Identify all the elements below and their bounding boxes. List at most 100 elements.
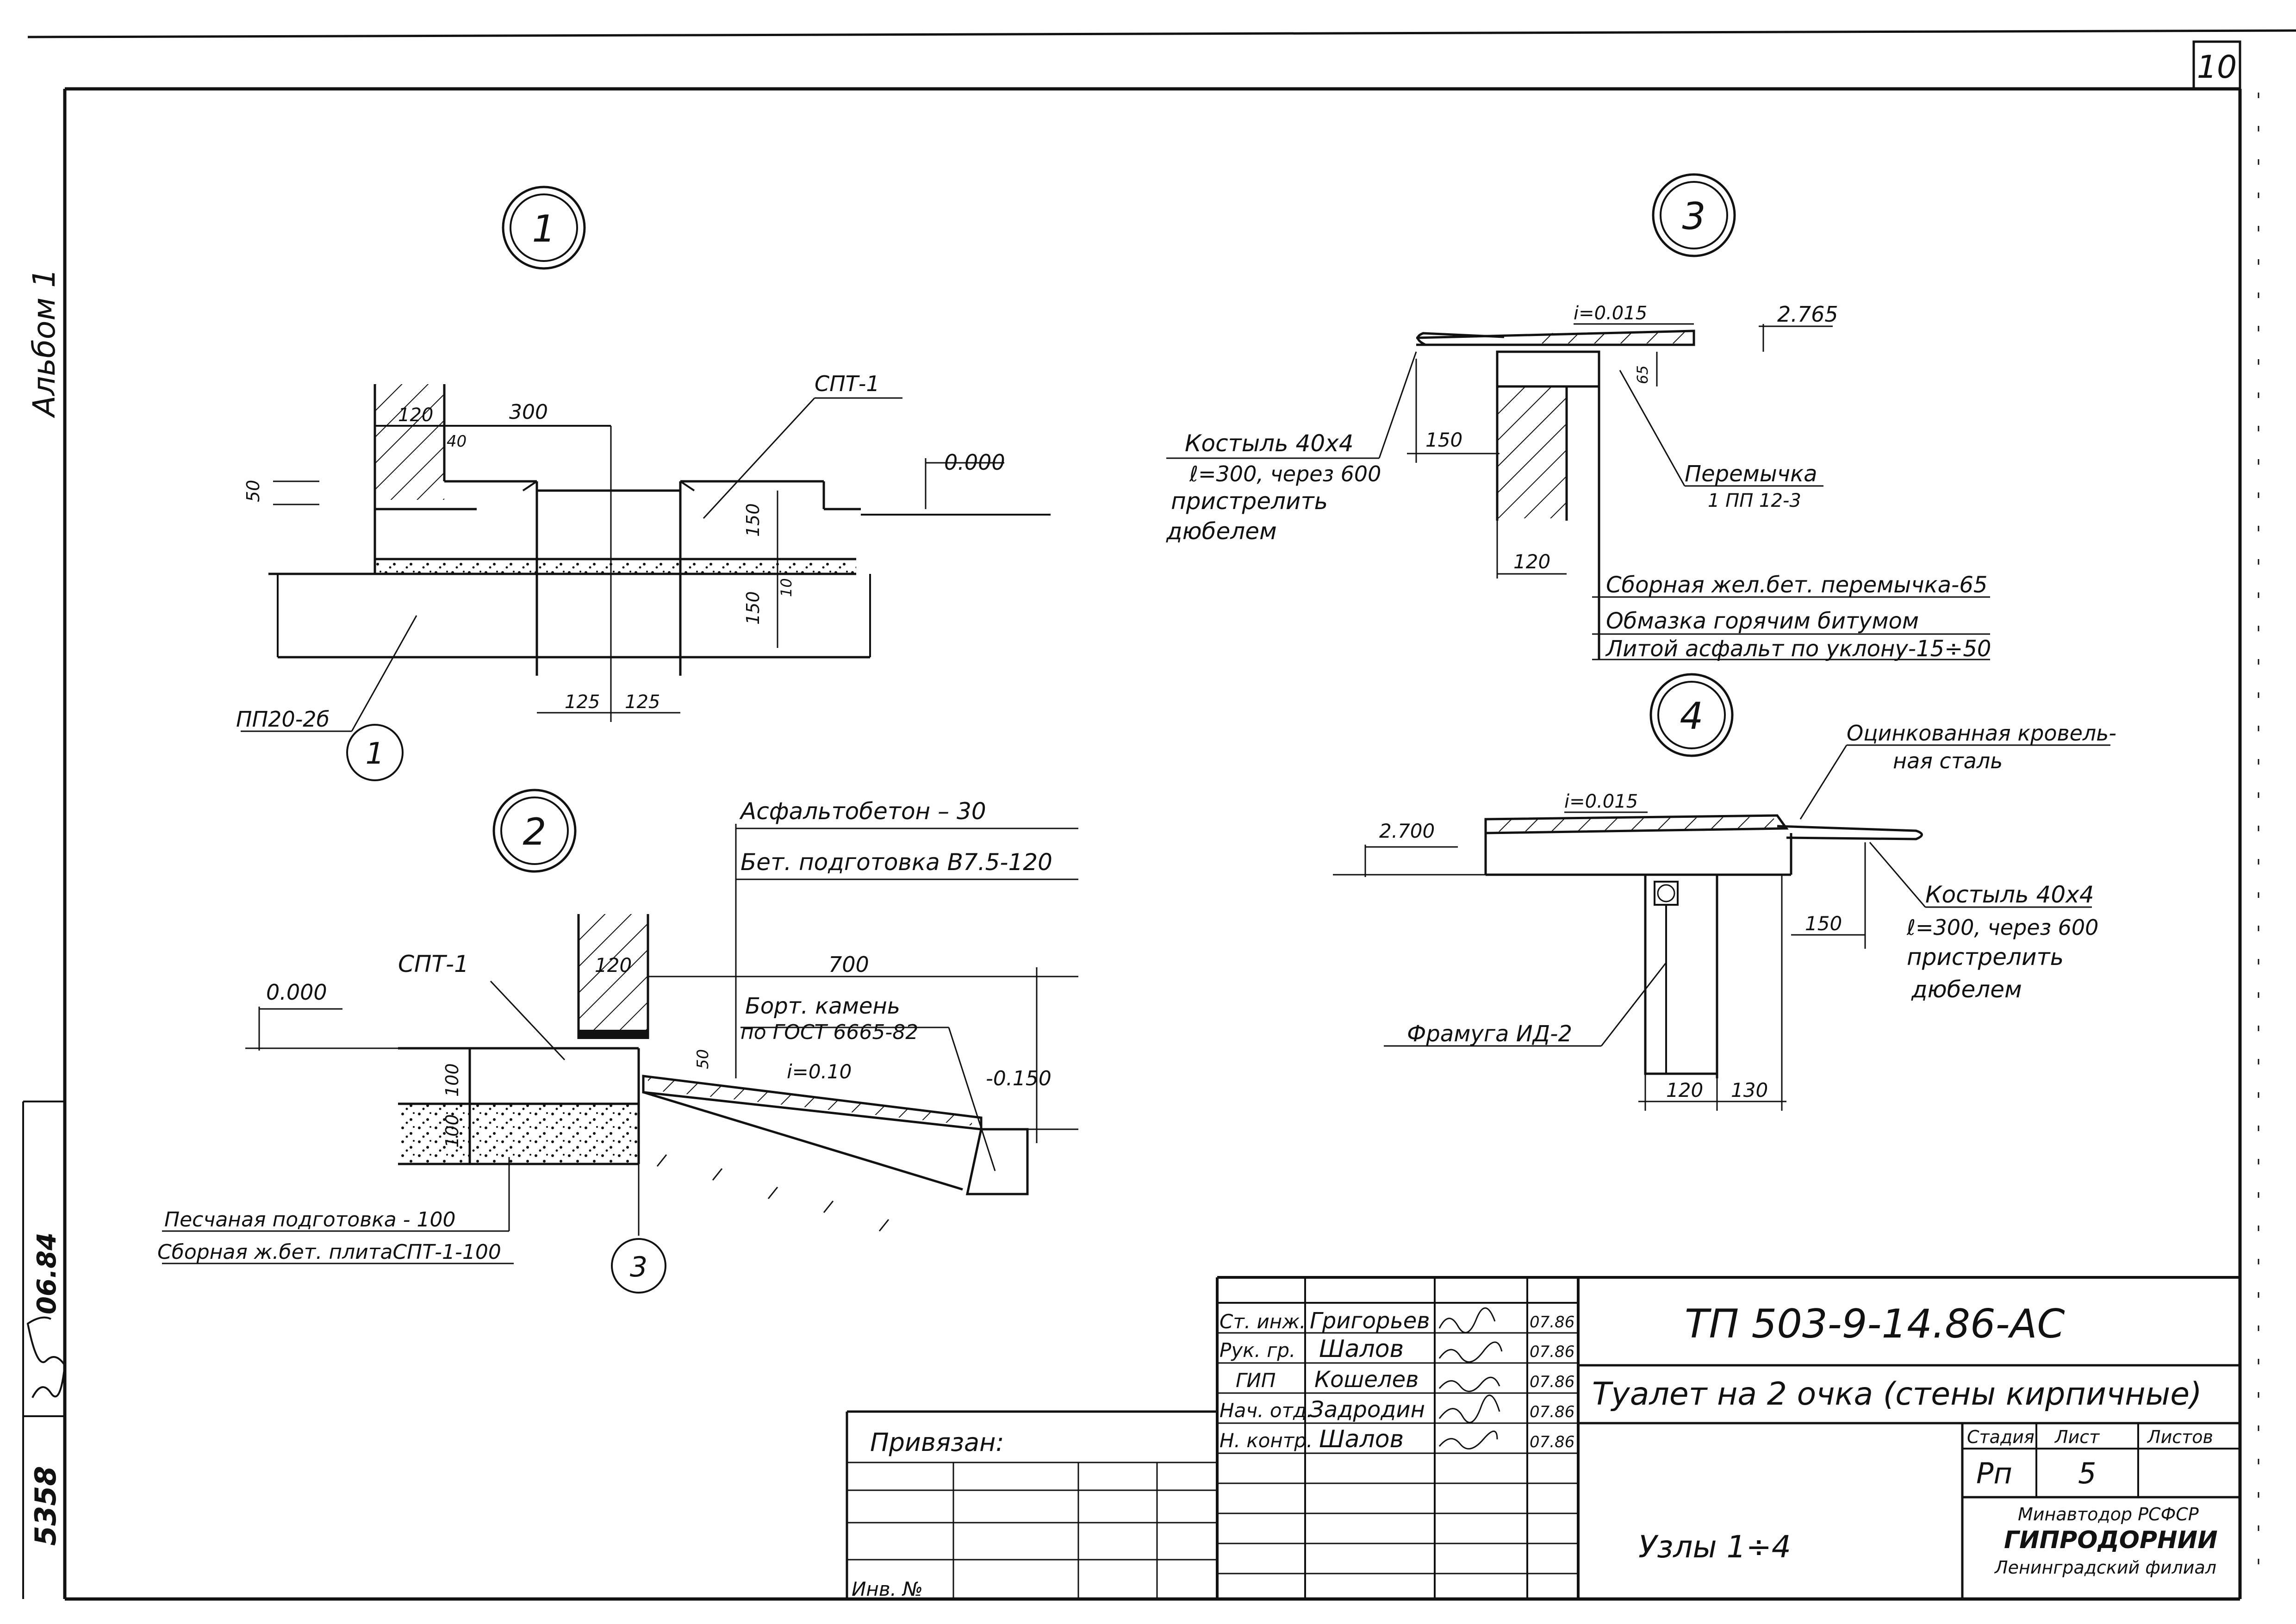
- node-3-bracket-2: ℓ=300, через 600: [1189, 461, 1381, 486]
- staff-role: Н. контр.: [1220, 1429, 1313, 1452]
- node-1-dim-50: 50: [243, 480, 263, 502]
- node-4-steel-2: ная сталь: [1893, 748, 2003, 773]
- node-2-sand: Песчаная подготовка - 100: [164, 1208, 456, 1232]
- node-2-ref: 3: [630, 1251, 647, 1283]
- node-2-label-spt: СПТ-1: [398, 951, 469, 977]
- node-2-dim-100-a: 100: [442, 1063, 462, 1097]
- node-1-dim-300: 300: [509, 400, 548, 424]
- node-3-slope: i=0.015: [1574, 303, 1647, 324]
- node-3-bracket-1: Костыль 40х4: [1185, 430, 1354, 457]
- org-branch: Ленинградский филиал: [1994, 1557, 2216, 1578]
- node-2-dim-120: 120: [595, 954, 632, 977]
- node-1-marker: 1: [532, 207, 556, 250]
- node-1-slab-label: ПП20-2б: [236, 707, 330, 732]
- node-1-ref: 1: [366, 737, 385, 771]
- sheet-header: Лист: [2054, 1427, 2100, 1447]
- node-2-marker: 2: [523, 810, 547, 853]
- node-2-dim-700: 700: [828, 952, 869, 977]
- title-subtitle: Узлы 1÷4: [1638, 1529, 1791, 1565]
- album-label: Альбом 1: [26, 268, 62, 418]
- stage-header: Стадия: [1967, 1427, 2035, 1447]
- node-2-slab: Сборная ж.бет. плитаСПТ-1-100: [157, 1240, 501, 1264]
- staff-name: Задродин: [1310, 1397, 1425, 1423]
- node-2-dim-50: 50: [694, 1049, 712, 1069]
- staff-date: 07.86: [1530, 1403, 1574, 1421]
- org-name: ГИПРОДОРНИИ: [2004, 1526, 2218, 1554]
- node-2-detail: [162, 789, 1078, 1294]
- staff-name: Кошелев: [1314, 1367, 1419, 1393]
- node-3-dim-65: 65: [1634, 365, 1651, 384]
- node-4-bracket-2: ℓ=300, через 600: [1906, 915, 2098, 940]
- sheets-header: Листов: [2147, 1427, 2213, 1447]
- staff-date: 07.86: [1530, 1373, 1574, 1391]
- staff-table: Ст. инж. Григорьев 07.86 Рук. гр. Шалов …: [1220, 1308, 1574, 1453]
- staff-date: 07.86: [1530, 1433, 1574, 1451]
- org-ministry: Минавтодор РСФСР: [2018, 1504, 2199, 1524]
- sheet-value: 5: [2078, 1456, 2096, 1490]
- node-3-level: 2.765: [1777, 302, 1838, 327]
- staff-name: Шалов: [1319, 1425, 1404, 1453]
- staff-name: Шалов: [1319, 1335, 1404, 1363]
- staff-role: Рук. гр.: [1220, 1339, 1295, 1362]
- node-1-dim-150-a: 150: [743, 503, 763, 537]
- node-3-lintel-2: 1 ПП 12-3: [1708, 490, 1801, 511]
- node-3-bracket-4: дюбелем: [1166, 518, 1277, 545]
- node-4-transom: Фрамуга ИД-2: [1407, 1021, 1572, 1047]
- node-3-dim-150: 150: [1425, 429, 1462, 451]
- node-4-steel-1: Оцинкованная кровель-: [1847, 721, 2116, 746]
- stage-value: Рп: [1976, 1456, 2012, 1490]
- node-4-dim-150: 150: [1805, 912, 1842, 935]
- staff-date: 07.86: [1530, 1343, 1574, 1361]
- node-2-asphalt: Асфальтобетон – 30: [739, 798, 986, 825]
- node-2-slope: i=0.10: [787, 1060, 852, 1083]
- page-number: 10: [2197, 49, 2237, 86]
- staff-role: ГИП: [1236, 1369, 1276, 1392]
- node-2-dim-100-b: 100: [442, 1114, 462, 1148]
- staff-date: 07.86: [1530, 1313, 1574, 1332]
- title-block: [846, 1276, 2240, 1599]
- title-code: ТП 503-9-14.86-АС: [1685, 1301, 2065, 1347]
- node-1-dim-10: 10: [778, 578, 795, 597]
- node-1-label-spt: СПТ-1: [815, 371, 880, 396]
- node-3-layer-1: Сборная жел.бет. перемычка-65: [1606, 572, 1987, 598]
- node-1-dim-120: 120: [398, 404, 433, 426]
- node-1-level: 0.000: [944, 450, 1005, 475]
- node-3-detail: [1166, 173, 1990, 660]
- inventory-label: Инв. №: [852, 1578, 923, 1600]
- node-4-dim-130: 130: [1731, 1079, 1768, 1101]
- node-4-bracket-4: дюбелем: [1911, 976, 2022, 1003]
- bound-label: Привязан:: [870, 1428, 1004, 1457]
- archive-number: 5358: [29, 1466, 62, 1546]
- archive-date: 06.84: [32, 1232, 62, 1314]
- node-3-bracket-3: пристрелить: [1171, 488, 1328, 515]
- archive-signature: [26, 1316, 66, 1398]
- node-3-lintel-1: Перемычка: [1685, 461, 1817, 487]
- node-1-dim-40: 40: [447, 432, 467, 451]
- node-4-detail: [1333, 673, 2110, 1111]
- staff-name: Григорьев: [1310, 1308, 1430, 1334]
- node-1-dim-150-b: 150: [743, 591, 763, 625]
- node-3-layer-3: Литой асфальт по уклону-15÷50: [1605, 636, 1991, 662]
- sheet-frame: [22, 29, 2296, 1601]
- node-1-detail: [241, 186, 1051, 781]
- title-name: Туалет на 2 очка (стены кирпичные): [1592, 1376, 2202, 1412]
- node-4-bracket-3: пристрелить: [1907, 944, 2064, 971]
- node-4-level: 2.700: [1379, 820, 1435, 842]
- node-4-marker: 4: [1680, 695, 1704, 738]
- node-2-level-neg: -0.150: [986, 1067, 1052, 1090]
- node-1-dim-125-b: 125: [625, 691, 660, 713]
- node-3-marker: 3: [1682, 195, 1706, 238]
- node-2-base: Бет. подготовка В7.5-120: [740, 849, 1052, 876]
- node-4-slope: i=0.015: [1564, 791, 1638, 812]
- node-2-curb-2: по ГОСТ 6665-82: [740, 1020, 918, 1044]
- node-2-curb-1: Борт. камень: [745, 993, 900, 1019]
- staff-role: Ст. инж.: [1220, 1310, 1306, 1333]
- node-2-level: 0.000: [266, 980, 327, 1005]
- node-4-dim-120: 120: [1666, 1079, 1703, 1101]
- node-4-bracket-1: Костыль 40х4: [1925, 881, 2094, 908]
- node-3-dim-120: 120: [1513, 550, 1550, 573]
- node-1-dim-125-a: 125: [565, 691, 600, 713]
- staff-role: Нач. отд.: [1220, 1399, 1313, 1422]
- node-3-layer-2: Обмазка горячим битумом: [1606, 608, 1919, 634]
